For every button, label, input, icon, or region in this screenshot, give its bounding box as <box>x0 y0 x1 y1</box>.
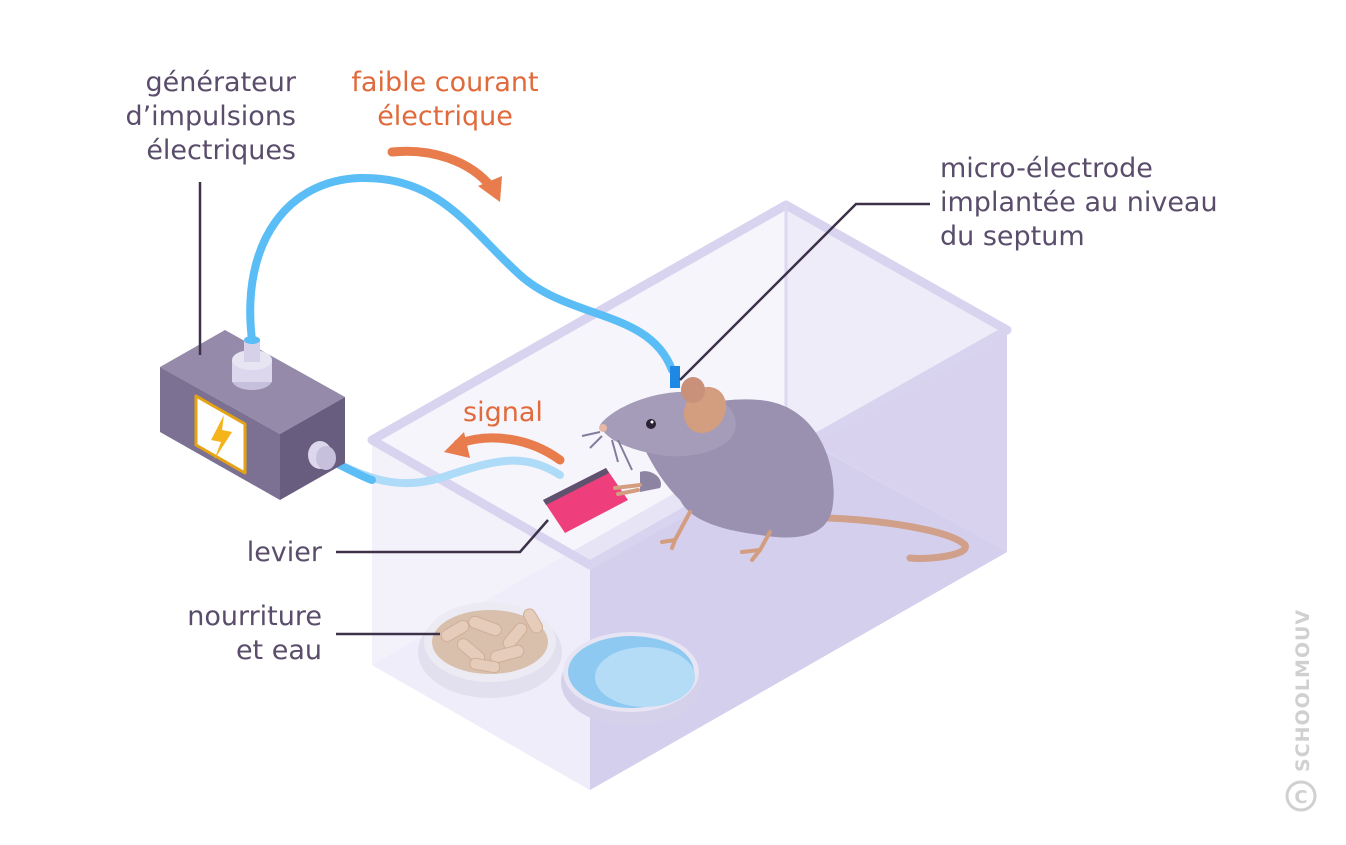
label-generator-line2: d’impulsions <box>125 101 296 132</box>
copyright-icon <box>1285 780 1317 812</box>
leader-electrode <box>679 202 930 381</box>
label-current-line2: électrique <box>377 101 513 132</box>
label-weak-current: faible courant électrique <box>330 66 560 134</box>
label-electrode-line2: implantée au niveau <box>940 187 1218 218</box>
label-food-water: nourriture et eau <box>120 600 322 668</box>
schoolmouv-watermark: SCHOOLMOUV C <box>1282 600 1322 820</box>
label-food-line2: et eau <box>235 635 322 666</box>
water-dish <box>561 632 701 726</box>
food-dish <box>418 602 562 698</box>
watermark-graphic: SCHOOLMOUV C <box>1285 609 1317 812</box>
pulse-generator <box>160 330 345 500</box>
mouse <box>581 377 969 562</box>
label-generator-line3: électriques <box>146 135 296 166</box>
label-food-line1: nourriture <box>187 601 322 632</box>
stimulation-cable <box>246 173 676 374</box>
copyright-letter: C <box>1294 787 1307 808</box>
lever <box>543 468 628 533</box>
label-generator-line1: générateur <box>145 67 296 98</box>
electrode <box>670 366 680 388</box>
label-electrode-line1: micro-électrode <box>940 153 1153 184</box>
leader-lever <box>336 519 549 554</box>
signal-arrow <box>453 433 565 465</box>
label-current-line1: faible courant <box>351 67 539 98</box>
watermark-text: SCHOOLMOUV <box>1292 609 1314 772</box>
current-arrow <box>387 146 497 193</box>
lightning-bolt-icon <box>194 394 247 475</box>
cage-top-rim <box>367 200 1012 570</box>
label-signal: signal <box>463 397 543 428</box>
label-lever: levier <box>246 537 322 568</box>
label-generator: générateur d’impulsions électriques <box>110 66 296 168</box>
label-micro-electrode: micro-électrode implantée au niveau du s… <box>940 152 1270 254</box>
label-electrode-line3: du septum <box>940 221 1085 252</box>
